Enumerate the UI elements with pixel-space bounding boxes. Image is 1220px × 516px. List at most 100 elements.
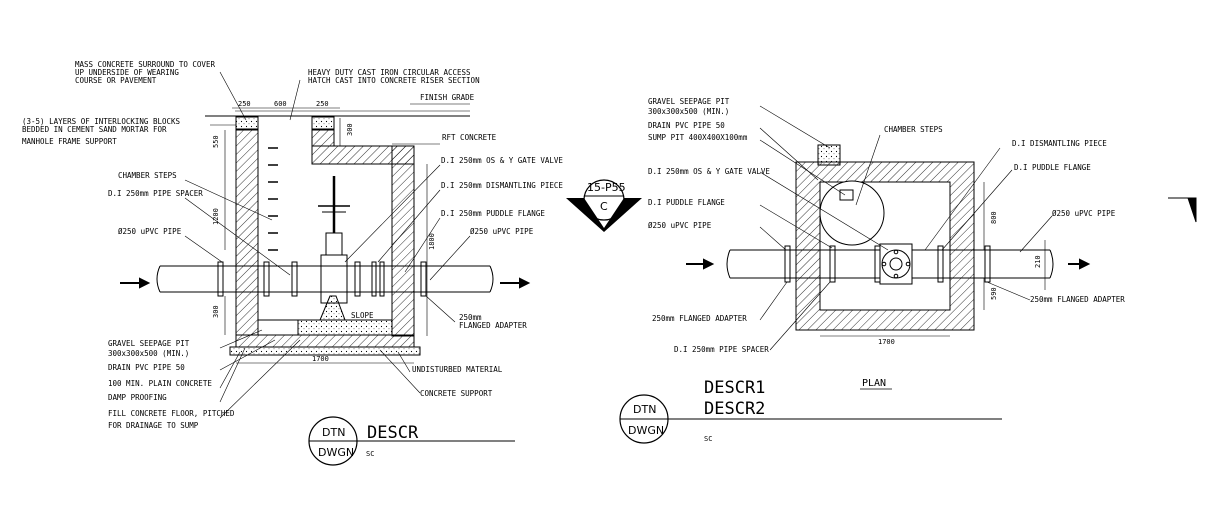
plan-gravel-pit: [817, 144, 841, 166]
label-gravel-pit-2: 300x300x500 (MIN.): [108, 349, 189, 358]
base-concrete: [229, 346, 421, 356]
section-marker-ref: 15-P55: [587, 181, 626, 194]
dim-300: 300: [212, 305, 220, 318]
gravel-pit: [257, 319, 299, 336]
riser-right-wall: [311, 129, 335, 147]
interlocking-blocks-right: [311, 116, 335, 130]
label-layers-3: MANHOLE FRAME SUPPORT: [22, 137, 117, 146]
plan-label-drain-pvc: DRAIN PVC PIPE 50: [648, 121, 725, 130]
label-layers-1: (3-5) LAYERS OF INTERLOCKING BLOCKS: [22, 117, 181, 126]
section-title-block: DTN DWGN DESCR SC: [308, 416, 515, 466]
dim-250a: 250: [238, 100, 251, 108]
section-dwgn: DWGN: [318, 446, 354, 459]
plan-dim-210: 210: [1034, 255, 1042, 268]
section-pipe: [156, 261, 494, 297]
plan-label-gravel-pit-1: GRAVEL SEEPAGE PIT: [648, 97, 730, 106]
section-dtn: DTN: [322, 426, 345, 439]
label-dismantling: D.I 250mm DISMANTLING PIECE: [441, 181, 563, 190]
dim-600: 600: [274, 100, 287, 108]
dim-550: 550: [212, 135, 220, 148]
plan-label-chamber-steps: CHAMBER STEPS: [884, 125, 943, 134]
label-plain-concrete: 100 MIN. PLAIN CONCRETE: [108, 379, 212, 388]
label-layers-2: BEDDED IN CEMENT SAND MORTAR FOR: [22, 125, 167, 134]
label-chamber-steps: CHAMBER STEPS: [118, 171, 177, 180]
label-adapter-2: FLANGED ADAPTER: [459, 321, 527, 330]
label-mass-concrete-2: UP UNDERSIDE OF WEARING: [75, 68, 179, 77]
plan-sump-pit: [839, 189, 854, 201]
section-descr: DESCR: [367, 423, 419, 443]
label-adapter-1: 250mm: [459, 313, 482, 322]
plan-label-gate-valve: D.I 250mm OS & Y GATE VALVE: [648, 167, 770, 176]
dim-1800: 1800: [428, 233, 436, 250]
plan-label-puddle-right: D.I PUDDLE FLANGE: [1014, 163, 1091, 172]
label-access-hatch-2: HATCH CAST INTO CONCRETE RISER SECTION: [308, 76, 480, 85]
plan-label-pipe-spacer: D.I 250mm PIPE SPACER: [674, 345, 769, 354]
label-slope: SLOPE: [351, 311, 374, 320]
plan-cut-mark: [1187, 197, 1197, 223]
plan-dimensions: [820, 182, 1046, 337]
dim-300b: 300: [346, 123, 354, 136]
plan-dtn: DTN: [633, 403, 656, 416]
plan-label-puddle-left: D.I PUDDLE FLANGE: [648, 198, 725, 207]
section-view: [120, 71, 531, 419]
plan-dwgn: DWGN: [628, 424, 664, 437]
plan-descr2: DESCR2: [704, 399, 765, 419]
pitched-floor: [297, 319, 393, 336]
plan-labels: GRAVEL SEEPAGE PIT 300x300x500 (MIN.) DR…: [648, 97, 1125, 390]
left-wall: [235, 129, 259, 336]
plan-gate-valve: [879, 243, 913, 285]
plan-descr1: DESCR1: [704, 378, 765, 398]
plan-dim-800: 800: [990, 211, 998, 224]
label-access-hatch-1: HEAVY DUTY CAST IRON CIRCULAR ACCESS: [308, 68, 471, 77]
floor-slab: [235, 334, 415, 348]
dim-1700: 1700: [312, 355, 329, 363]
section-labels: MASS CONCRETE SURROUND TO COVER UP UNDER…: [22, 60, 563, 430]
plan-label-adapter-left: 250mm FLANGED ADAPTER: [652, 314, 747, 323]
plan-view: [686, 105, 1197, 351]
label-pipe-spacer: D.I 250mm PIPE SPACER: [108, 189, 203, 198]
plan-leaders: [759, 105, 1053, 351]
section-scale: SC: [366, 450, 374, 458]
dim-250b: 250: [316, 100, 329, 108]
plan-label-adapter-right: 250mm FLANGED ADAPTER: [1030, 295, 1125, 304]
plan-label-gravel-pit-2: 300x300x500 (MIN.): [648, 107, 729, 116]
plan-dim-1700: 1700: [878, 338, 895, 346]
label-gravel-pit-1: GRAVEL SEEPAGE PIT: [108, 339, 190, 348]
label-upvc-left: Ø250 uPVC PIPE: [118, 227, 182, 236]
flow-arrows-section: [120, 277, 531, 289]
section-marker: 15-P55 C: [566, 179, 642, 232]
flow-arrows-plan: [686, 258, 1091, 270]
section-leaders: [184, 71, 471, 419]
label-rft-concrete: RFT CONCRETE: [442, 133, 497, 142]
label-fill-floor-2: FOR DRAINAGE TO SUMP: [108, 421, 199, 430]
label-damp: DAMP PROOFING: [108, 393, 167, 402]
label-drain-pvc: DRAIN PVC PIPE 50: [108, 363, 185, 372]
label-mass-concrete-1: MASS CONCRETE SURROUND TO COVER: [75, 60, 215, 69]
plan-title: PLAN: [862, 378, 886, 389]
drain-cone: [319, 295, 346, 321]
plan-dim-590: 590: [990, 287, 998, 300]
section-marker-letter: C: [600, 200, 608, 213]
label-puddle: D.I 250mm PUDDLE FLANGE: [441, 209, 545, 218]
plan-label-upvc-left: Ø250 uPVC PIPE: [648, 221, 712, 230]
label-fill-floor-1: FILL CONCRETE FLOOR, PITCHED: [108, 409, 235, 418]
right-wall: [391, 145, 415, 337]
plan-title-block: DTN DWGN DESCR1 DESCR2 SC: [619, 378, 1002, 444]
plan-label-sump: SUMP PIT 400X400X100mm: [648, 133, 748, 142]
label-upvc-right: Ø250 uPVC PIPE: [470, 227, 534, 236]
label-mass-concrete-3: COURSE OR PAVEMENT: [75, 76, 157, 85]
label-gate-valve: D.I 250mm OS & Y GATE VALVE: [441, 156, 563, 165]
dim-1200: 1200: [212, 208, 220, 225]
plan-label-dismantling: D.I DISMANTLING PIECE: [1012, 139, 1107, 148]
plan-scale: SC: [704, 435, 712, 443]
plan-label-upvc-right: Ø250 uPVC PIPE: [1052, 209, 1116, 218]
chamber-steps: [268, 147, 278, 251]
section-dimensions: [224, 107, 428, 364]
plan-access-opening: [819, 180, 885, 246]
gate-valve-section: [318, 176, 350, 304]
label-undisturbed: UNDISTURBED MATERIAL: [412, 365, 503, 374]
label-concrete-support: CONCRETE SUPPORT: [420, 389, 493, 398]
label-finish-grade: FINISH GRADE: [420, 93, 475, 102]
interlocking-blocks-left: [235, 116, 259, 130]
